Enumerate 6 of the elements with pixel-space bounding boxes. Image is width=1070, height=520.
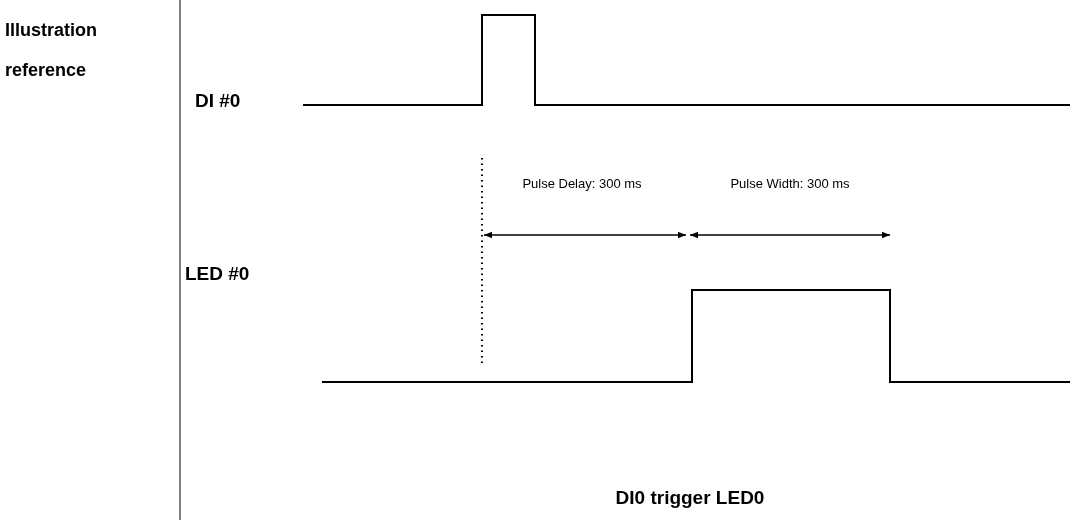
row-heading: Illustration reference bbox=[5, 19, 98, 82]
dimension-label: Pulse Width: 300 ms bbox=[730, 176, 850, 191]
caption: DI0 trigger LED0 bbox=[614, 487, 766, 509]
dimension-label: Pulse Delay: 300 ms bbox=[522, 176, 642, 191]
signal-name: LED #0 bbox=[185, 263, 251, 285]
signal-name: DI #0 bbox=[195, 90, 242, 112]
